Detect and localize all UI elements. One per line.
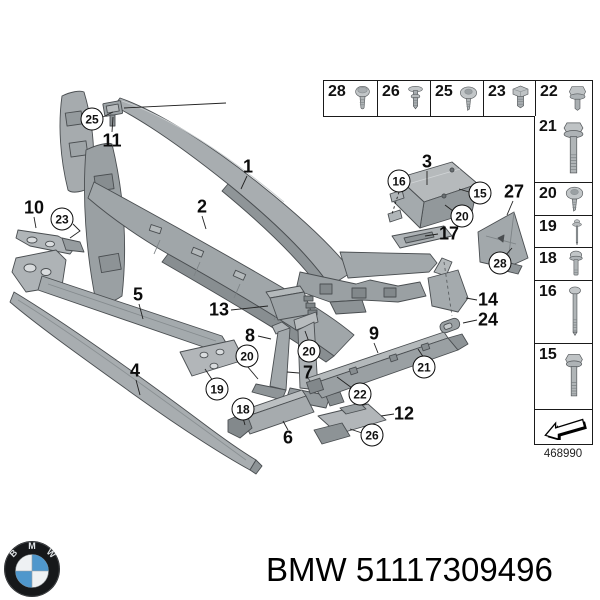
part-13-box [265, 285, 318, 321]
drawing-number: 468990 [543, 448, 583, 460]
flange-bolt-icon [569, 86, 586, 111]
fastener-cell-22: 22 [536, 81, 592, 116]
direction-arrow-icon [543, 418, 587, 440]
fastener-cell-19: 19 [535, 216, 592, 248]
direction-arrow-cell [535, 410, 592, 441]
fastener-cell-28: 28 [324, 81, 378, 116]
hex-flange-bolt-icon [565, 353, 583, 396]
fastener-number: 15 [539, 346, 557, 363]
part-27-bracket [477, 211, 529, 275]
leader-lines [33, 102, 514, 434]
fastener-cell-20: 20 [535, 183, 592, 216]
part-2-left-end [84, 142, 126, 305]
shoulder-bolt-icon [569, 250, 583, 276]
part-10-bracket [15, 229, 85, 255]
part-3-mount-box [387, 161, 479, 229]
extra-long-bolt-icon [569, 286, 581, 336]
exploded-parts-drawing [9, 90, 529, 475]
part-5-support-rail [11, 249, 245, 377]
fastener-cell-21: 21 [535, 116, 592, 183]
part-number-title: BMW 51117309496 [266, 551, 553, 588]
hex-bolt-icon [512, 85, 529, 109]
fastener-number: 21 [539, 118, 557, 135]
fastener-number: 26 [382, 83, 400, 100]
fastener-table-right-column: 21 20 19 18 16 15 [534, 116, 593, 445]
fastener-cell-25: 25 [431, 81, 484, 116]
fastener-table-top-row: 28 26 25 23 22 [323, 80, 593, 117]
part-2-right-brackets [295, 271, 427, 315]
fastener-number: 22 [540, 83, 558, 100]
part-24-clip [439, 317, 461, 334]
expansion-rivet-icon [408, 86, 423, 110]
fastener-number: 23 [488, 83, 506, 100]
bmw-roundel-logo: B M W [4, 541, 60, 597]
fastener-cell-18: 18 [535, 248, 592, 281]
fastener-cell-26: 26 [378, 81, 431, 116]
part-12-plate [313, 402, 387, 445]
washer-head-screw-icon [565, 186, 584, 212]
fastener-number: 18 [539, 250, 557, 267]
pan-head-screw-icon [355, 86, 370, 110]
fastener-number: 16 [539, 283, 557, 300]
part-17-bracket [391, 225, 453, 249]
long-flange-bolt-icon [563, 122, 584, 174]
fastener-cell-16: 16 [535, 281, 592, 344]
fastener-number: 20 [539, 185, 557, 202]
fastener-number: 19 [539, 218, 557, 235]
fastener-number: 28 [328, 83, 346, 100]
washer-pin-screw-icon [572, 219, 582, 245]
logo-letter-m: M [28, 541, 36, 551]
part-4-lower-strip [9, 291, 263, 475]
fastener-cell-23: 23 [484, 81, 536, 116]
fastener-number: 25 [435, 83, 453, 100]
fastener-cell-15: 15 [535, 344, 592, 410]
part-14-bracket [427, 257, 469, 317]
washer-head-screw-icon [460, 86, 477, 111]
part-8-bracket [251, 321, 291, 401]
